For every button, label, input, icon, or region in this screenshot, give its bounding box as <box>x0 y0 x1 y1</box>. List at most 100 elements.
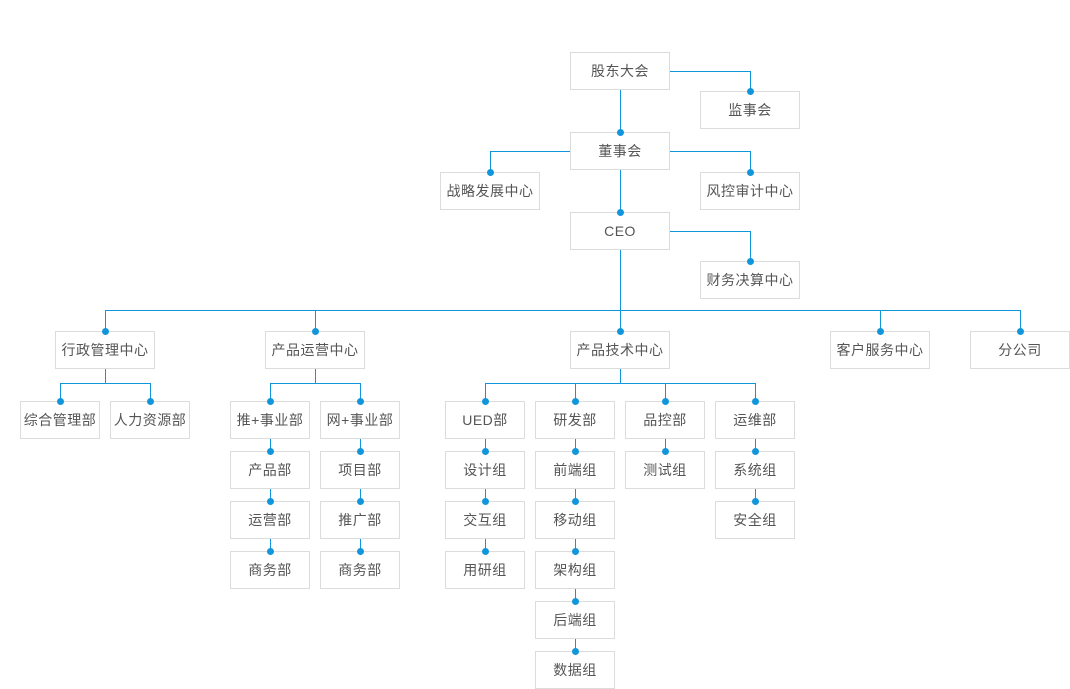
connector-trunk-to-prodtech <box>620 310 621 331</box>
org-node-label-shareholders: 股东大会 <box>591 63 649 79</box>
org-node-mobile-grp[interactable]: 移动组 <box>535 501 615 539</box>
org-node-general-mgmt[interactable]: 综合管理部 <box>20 401 100 439</box>
org-node-label-admin: 行政管理中心 <box>61 342 149 358</box>
org-node-label-security-grp: 安全组 <box>733 512 777 528</box>
dot-general-mgmt <box>56 397 64 405</box>
dot-ceo <box>616 208 624 216</box>
org-node-label-customer: 客户服务中心 <box>836 342 924 358</box>
dot-hr <box>146 397 154 405</box>
org-node-prodtech[interactable]: 产品技术中心 <box>570 331 670 369</box>
org-node-label-mobile-grp: 移动组 <box>553 512 597 528</box>
org-node-admin[interactable]: 行政管理中心 <box>55 331 155 369</box>
org-node-finance[interactable]: 财务决算中心 <box>700 261 800 299</box>
connector-ceo-to-trunk <box>620 250 621 310</box>
connector-ceo-to-finance <box>670 231 750 232</box>
org-node-ued[interactable]: UED部 <box>445 401 525 439</box>
org-node-label-project-dept: 项目部 <box>338 462 382 478</box>
org-node-biz-dept-1[interactable]: 商务部 <box>230 551 310 589</box>
org-node-research-grp[interactable]: 用研组 <box>445 551 525 589</box>
dot-riskaudit <box>746 168 754 176</box>
connector-trunk-to-admin <box>105 310 106 331</box>
org-node-label-product-dept: 产品部 <box>248 462 292 478</box>
org-node-label-data-grp: 数据组 <box>553 662 597 678</box>
org-node-ceo[interactable]: CEO <box>570 212 670 250</box>
org-node-label-biz-dept-1: 商务部 <box>248 562 292 578</box>
org-node-interaction-grp[interactable]: 交互组 <box>445 501 525 539</box>
connector-rnd-to-frontend <box>575 439 576 451</box>
org-node-label-hr: 人力资源部 <box>113 412 187 428</box>
connector-board-to-riskaudit-drop <box>750 151 751 172</box>
connector-backend-to-data <box>575 639 576 651</box>
connector-mobile-to-arch <box>575 539 576 551</box>
dot-frontend-grp <box>571 447 579 455</box>
org-node-frontend-grp[interactable]: 前端组 <box>535 451 615 489</box>
org-node-branch[interactable]: 分公司 <box>970 331 1070 369</box>
org-node-wang-bu[interactable]: 网+事业部 <box>320 401 400 439</box>
connector-prodops-bar <box>270 383 360 384</box>
dot-system-grp <box>751 447 759 455</box>
dot-data-grp <box>571 647 579 655</box>
org-node-shareholders[interactable]: 股东大会 <box>570 52 670 90</box>
org-node-supervisors[interactable]: 监事会 <box>700 91 800 129</box>
connector-admin-bar-right-drop <box>150 383 151 401</box>
org-node-label-finance: 财务决算中心 <box>706 272 794 288</box>
org-node-label-ued: UED部 <box>462 412 508 428</box>
org-node-label-general-mgmt: 综合管理部 <box>23 412 97 428</box>
org-node-label-rnd: 研发部 <box>553 412 597 428</box>
connector-board-to-strategy <box>490 151 570 152</box>
connector-shareholders-to-supervisors-drop <box>750 71 751 91</box>
connector-wang-to-project <box>360 439 361 451</box>
org-node-design-grp[interactable]: 设计组 <box>445 451 525 489</box>
org-node-label-prodtech: 产品技术中心 <box>576 342 664 358</box>
org-node-test-grp[interactable]: 测试组 <box>625 451 705 489</box>
org-node-tui-bu[interactable]: 推+事业部 <box>230 401 310 439</box>
connector-system-to-security <box>755 489 756 501</box>
connector-ceo-to-finance-drop <box>750 231 751 261</box>
org-node-data-grp[interactable]: 数据组 <box>535 651 615 689</box>
dot-promo-dept <box>356 497 364 505</box>
org-node-label-ops-dept: 运营部 <box>248 512 292 528</box>
dot-test-grp <box>661 447 669 455</box>
org-node-project-dept[interactable]: 项目部 <box>320 451 400 489</box>
org-node-hr[interactable]: 人力资源部 <box>110 401 190 439</box>
org-node-label-design-grp: 设计组 <box>463 462 507 478</box>
connector-interaction-to-research <box>485 539 486 551</box>
org-node-qc[interactable]: 品控部 <box>625 401 705 439</box>
org-node-product-dept[interactable]: 产品部 <box>230 451 310 489</box>
org-node-arch-grp[interactable]: 架构组 <box>535 551 615 589</box>
org-node-backend-grp[interactable]: 后端组 <box>535 601 615 639</box>
org-node-strategy[interactable]: 战略发展中心 <box>440 172 540 210</box>
org-node-riskaudit[interactable]: 风控审计中心 <box>700 172 800 210</box>
org-node-promo-dept[interactable]: 推广部 <box>320 501 400 539</box>
org-node-rnd[interactable]: 研发部 <box>535 401 615 439</box>
org-node-label-riskaudit: 风控审计中心 <box>706 183 794 199</box>
org-node-security-grp[interactable]: 安全组 <box>715 501 795 539</box>
dot-research-grp <box>481 547 489 555</box>
connector-ued-to-design <box>485 439 486 451</box>
dot-security-grp <box>751 497 759 505</box>
org-node-devops[interactable]: 运维部 <box>715 401 795 439</box>
dot-product-dept <box>266 447 274 455</box>
org-node-label-devops: 运维部 <box>733 412 777 428</box>
org-node-prodops[interactable]: 产品运营中心 <box>265 331 365 369</box>
connector-prodops-bar-right-drop <box>360 383 361 401</box>
org-node-ops-dept[interactable]: 运营部 <box>230 501 310 539</box>
connector-qc-to-test <box>665 439 666 451</box>
org-node-label-backend-grp: 后端组 <box>553 612 597 628</box>
dot-strategy <box>486 168 494 176</box>
connector-design-to-interaction <box>485 489 486 501</box>
org-node-board[interactable]: 董事会 <box>570 132 670 170</box>
connector-shareholders-to-supervisors <box>670 71 750 72</box>
dot-finance <box>746 257 754 265</box>
org-node-customer[interactable]: 客户服务中心 <box>830 331 930 369</box>
connector-tui-to-product <box>270 439 271 451</box>
org-node-system-grp[interactable]: 系统组 <box>715 451 795 489</box>
connector-board-to-ceo <box>620 170 621 212</box>
connector-shareholders-to-board <box>620 90 621 132</box>
dot-qc <box>661 397 669 405</box>
org-node-label-prodops: 产品运营中心 <box>271 342 359 358</box>
connector-frontend-to-mobile <box>575 489 576 501</box>
connector-admin-stem <box>105 369 106 383</box>
connector-prodops-bar-left-drop <box>270 383 271 401</box>
org-node-biz-dept-2[interactable]: 商务部 <box>320 551 400 589</box>
